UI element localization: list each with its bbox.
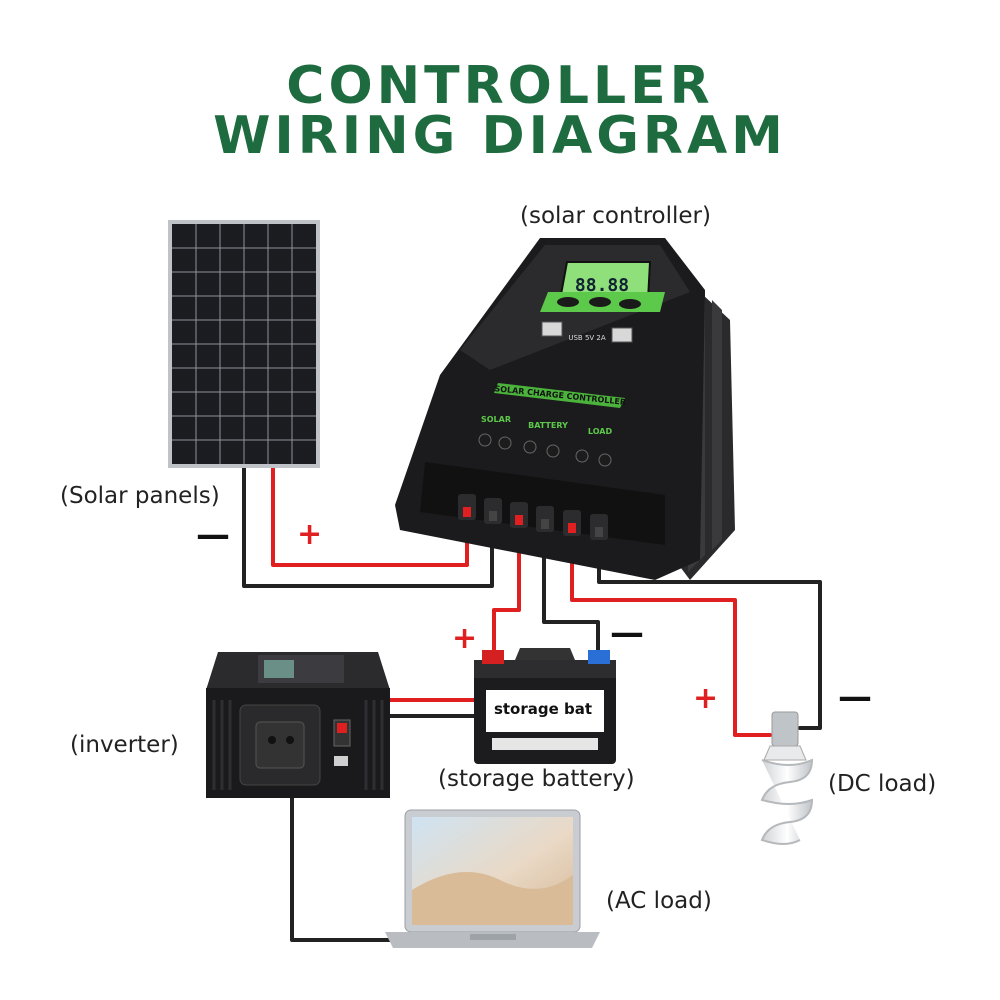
sign-battery-negative: — <box>610 613 644 653</box>
terminal-label-battery: BATTERY <box>528 421 568 430</box>
label-solar-panels: (Solar panels) <box>60 483 220 509</box>
dc-load-bulb <box>760 711 814 845</box>
terminal-label-load: LOAD <box>588 427 613 436</box>
battery-sticker-label: storage bat <box>493 700 593 718</box>
sign-load-negative: — <box>838 677 872 717</box>
inverter-device <box>206 652 390 798</box>
wire-battery-positive <box>492 518 521 657</box>
label-solar-controller: (solar controller) <box>520 203 711 229</box>
laptop-device <box>385 809 600 948</box>
storage-battery-device <box>474 648 616 764</box>
wire-ac <box>290 796 402 942</box>
label-storage-battery: (storage battery) <box>438 766 635 792</box>
label-dc-load: (DC load) <box>828 771 937 797</box>
sign-battery-positive: + <box>452 621 478 656</box>
label-ac-load: (AC load) <box>606 888 712 914</box>
sign-solar-negative: — <box>196 515 230 555</box>
solar-panel <box>168 220 320 468</box>
sign-load-positive: + <box>693 681 719 716</box>
wire-load-positive <box>570 518 772 737</box>
title-line-1: CONTROLLER <box>286 56 714 116</box>
wire-solar-negative <box>242 466 494 588</box>
solar-controller <box>395 238 735 580</box>
terminal-label-solar: SOLAR <box>481 415 511 424</box>
controller-usb-text: USB 5V 2A <box>568 334 606 342</box>
title-line-2: WIRING DIAGRAM <box>213 106 787 166</box>
controller-lcd-text: 88.88 <box>575 275 629 296</box>
label-inverter: (inverter) <box>70 732 179 758</box>
sign-solar-positive: + <box>297 517 323 552</box>
wire-battery-negative <box>542 518 600 657</box>
